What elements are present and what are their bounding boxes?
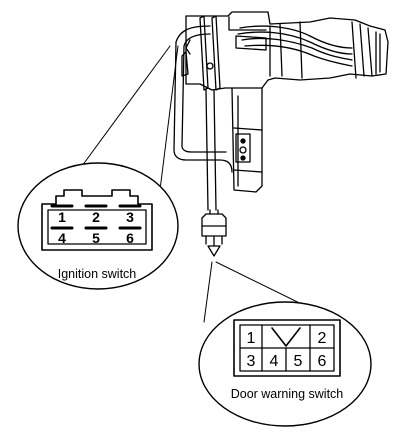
ignition-pin-6: 6: [126, 230, 134, 246]
ignition-pin-4: 4: [58, 230, 66, 246]
door-warning-switch-callout: 1 2 3 4 5 6 Door warning switch: [198, 301, 372, 427]
ignition-pin-3: 3: [126, 209, 134, 225]
door-warning-connector-plug: [201, 209, 227, 257]
door-warning-switch-label: Door warning switch: [231, 387, 344, 401]
door-pin-5: 5: [294, 353, 303, 370]
ignition-pin-2: 2: [92, 209, 100, 225]
ignition-switch-callout: 1 2 3 4 5 6 Ignition switch: [17, 162, 179, 290]
door-pin-6: 6: [318, 353, 327, 370]
ignition-harness: [173, 25, 233, 173]
door-pin-1: 1: [247, 330, 256, 347]
door-pin-4: 4: [270, 353, 279, 370]
door-pin-2: 2: [318, 330, 327, 347]
ignition-switch-label: Ignition switch: [58, 267, 137, 281]
ignition-pin-1: 1: [58, 209, 66, 225]
door-pin-3: 3: [247, 353, 256, 370]
ignition-pin-5: 5: [92, 230, 100, 246]
ignition-pin-bars: [50, 204, 142, 230]
steering-lock-assembly: [181, 11, 389, 211]
